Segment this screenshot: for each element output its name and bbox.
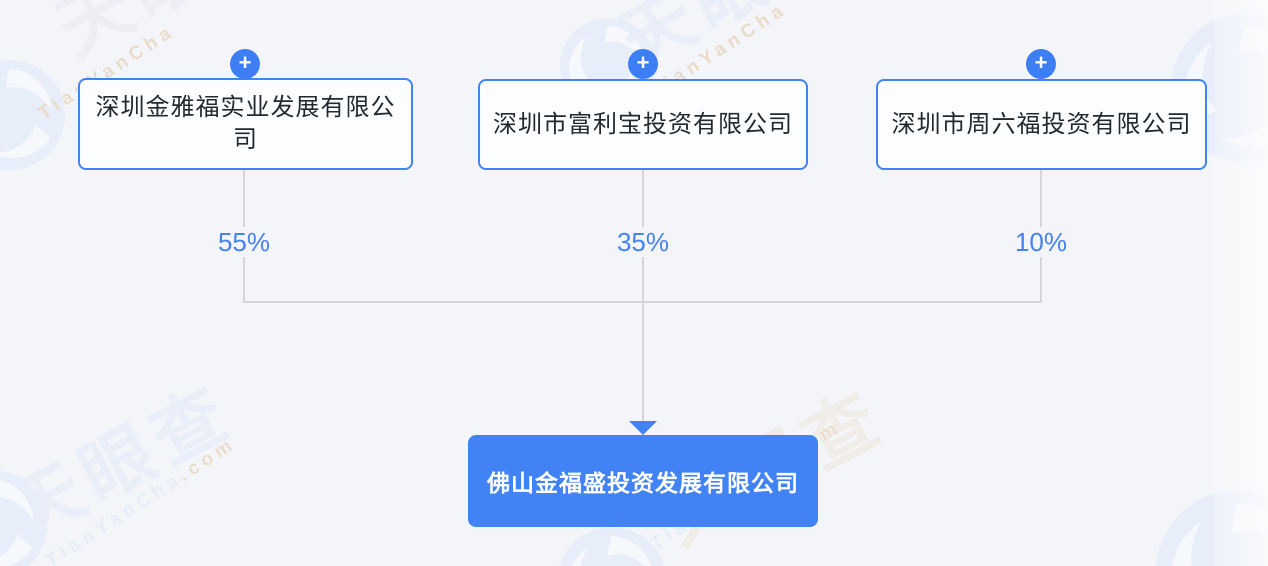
arrow-down-icon [629,421,657,435]
tianyancha-logo-icon [0,60,65,170]
shareholder-name: 深圳市周六福投资有限公司 [891,110,1192,138]
expand-button-3[interactable]: + [1026,49,1056,79]
shareholder-name: 深圳市富利宝投资有限公司 [493,110,793,138]
expand-button-2[interactable]: + [628,49,658,79]
right-edge-panel [1215,0,1268,566]
ownership-percent-1: 55% [199,227,289,257]
shareholder-box-1[interactable]: 深圳金雅福实业发展有限公司 [78,78,413,170]
tianyancha-logo-icon [0,470,47,566]
connector-line [642,303,644,422]
connector-line [243,301,1042,303]
watermark-brand-cn: 天眼查 [0,371,247,555]
watermark-brand-domain: TianYanCha.com [41,433,241,566]
shareholder-box-3[interactable]: 深圳市周六福投资有限公司 [876,79,1207,170]
expand-button-1[interactable]: + [230,49,260,79]
ownership-percent-2: 35% [598,227,688,257]
ownership-percent-3: 10% [996,227,1086,257]
company-name: 佛山金福盛投资发展有限公司 [487,470,799,496]
shareholder-box-2[interactable]: 深圳市富利宝投资有限公司 [478,79,808,170]
tianyancha-logo-icon [559,527,665,566]
shareholder-name: 深圳金雅福实业发展有限公司 [95,94,396,153]
company-box[interactable]: 佛山金福盛投资发展有限公司 [468,435,818,527]
